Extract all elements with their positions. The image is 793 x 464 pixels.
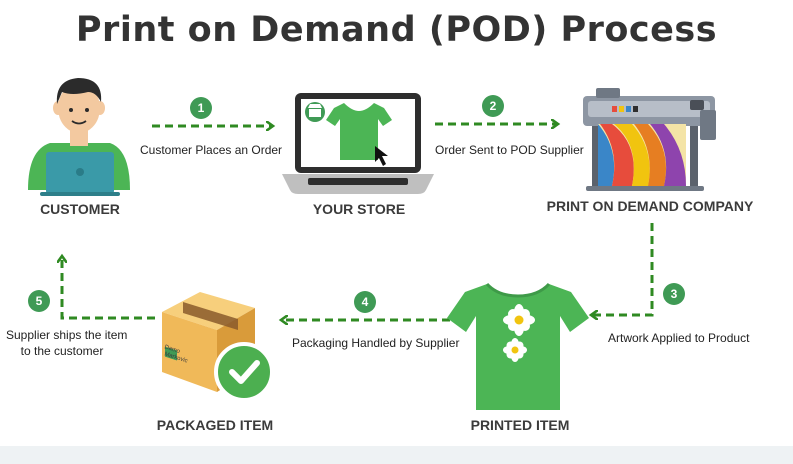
printer-icon xyxy=(583,88,716,191)
laptop-store-icon xyxy=(282,93,434,194)
step-4-label: Packaging Handled by Supplier xyxy=(292,336,460,350)
step-1-badge: 1 xyxy=(190,97,212,119)
step-1-label: Customer Places an Order xyxy=(140,143,283,157)
package-brand-line1: Damo xyxy=(164,344,182,355)
step-5-label: Supplier ships the item to the customer xyxy=(6,328,128,358)
package-logo: CM xyxy=(149,347,160,356)
step-3-badge: 3 xyxy=(663,283,685,305)
bottom-strip xyxy=(0,446,793,464)
step-5-label-line1: Supplier ships the item xyxy=(6,328,128,342)
store-icon xyxy=(305,102,325,122)
step-5-label-line2: to the customer xyxy=(20,344,104,358)
node-label-customer: CUSTOMER xyxy=(40,201,120,217)
check-icon xyxy=(214,342,274,402)
laptop-icon xyxy=(40,152,120,196)
flower-icon xyxy=(503,304,535,362)
node-label-store: YOUR STORE xyxy=(312,201,406,217)
step-2-badge: 2 xyxy=(482,95,504,117)
step-5-badge: 5 xyxy=(28,290,50,312)
page-title: Print on Demand (POD) Process xyxy=(75,10,718,50)
step-2-label: Order Sent to POD Supplier xyxy=(435,143,584,157)
node-label-packaged-item: PACKAGED ITEM xyxy=(156,417,274,433)
node-label-printed-item: PRINTED ITEM xyxy=(470,417,570,433)
arrow-step-5 xyxy=(62,257,155,320)
step-3-label: Artwork Applied to Product xyxy=(608,331,750,345)
arrow-step-3 xyxy=(592,223,654,315)
node-label-pod-company: PRINT ON DEMAND COMPANY xyxy=(546,198,754,214)
cursor-icon xyxy=(375,146,388,166)
step-4-badge: 4 xyxy=(354,291,376,313)
tshirt-icon xyxy=(326,103,392,160)
